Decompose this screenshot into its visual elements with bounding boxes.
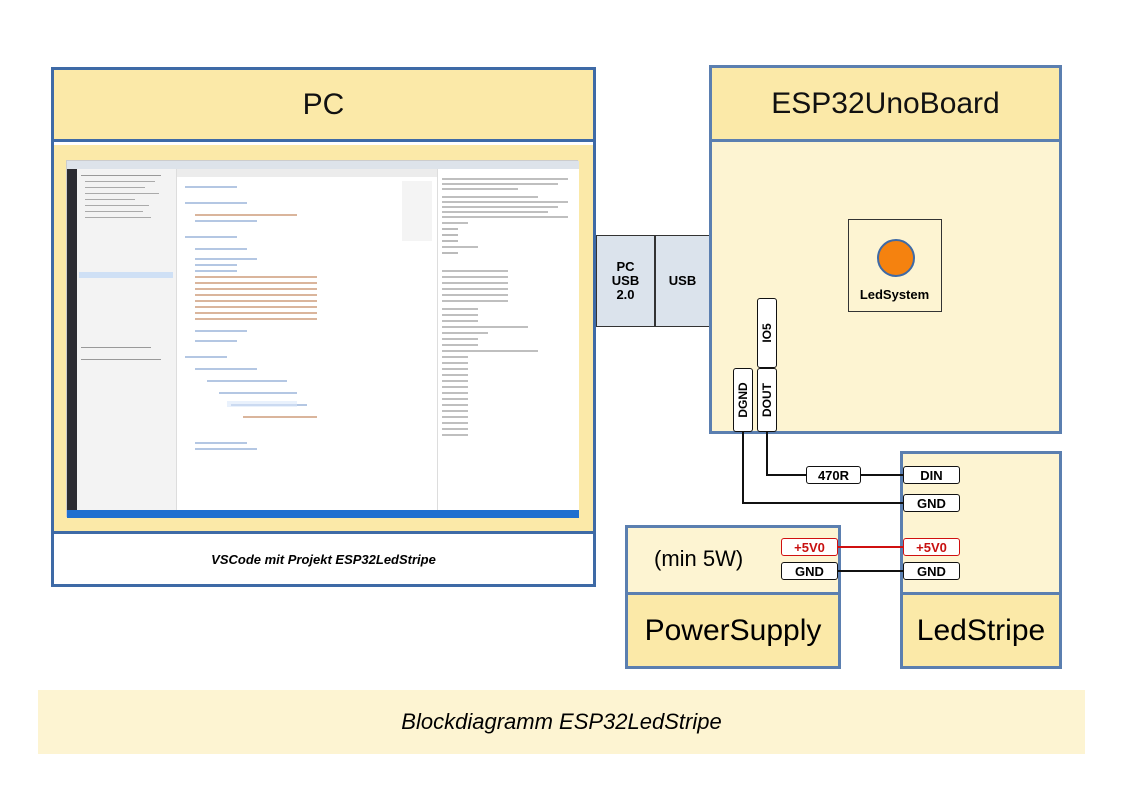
pc-block: PC xyxy=(51,67,596,587)
pin-dout: DOUT xyxy=(757,368,777,432)
power-gnd-label: GND xyxy=(781,562,838,580)
vscode-terminal xyxy=(437,169,579,510)
led-icon xyxy=(877,239,915,277)
vscode-editor xyxy=(177,169,437,510)
code-lines xyxy=(185,186,317,450)
pc-title: PC xyxy=(302,87,345,121)
powersupply-title: PowerSupply xyxy=(644,613,822,647)
wire-dout-resistor xyxy=(766,432,806,476)
pc-header: PC xyxy=(54,70,593,142)
pin-io5: IO5 xyxy=(757,298,777,368)
vscode-titlebar xyxy=(67,161,579,169)
ledstripe-5v-label: +5V0 xyxy=(903,538,960,556)
ledstripe-title: LedStripe xyxy=(916,613,1046,647)
resistor-470r: 470R xyxy=(806,466,861,484)
powersupply-header: PowerSupply xyxy=(628,592,838,666)
power-rating: (min 5W) xyxy=(654,546,744,571)
power-5v-label: +5V0 xyxy=(781,538,838,556)
pc-caption: VSCode mit Projekt ESP32LedStripe xyxy=(211,551,436,567)
board-usb-port: USB xyxy=(655,235,710,327)
footer-title: Blockdiagramm ESP32LedStripe xyxy=(401,709,722,734)
vscode-explorer xyxy=(77,169,177,510)
vscode-activitybar xyxy=(67,169,77,510)
vscode-statusbar xyxy=(67,510,579,518)
ledstripe-header: LedStripe xyxy=(903,592,1059,666)
ledstripe-gnd2-label: GND xyxy=(903,562,960,580)
ledstripe-block: LedStripe xyxy=(900,451,1062,669)
esp32-header: ESP32UnoBoard xyxy=(712,68,1059,142)
ledstripe-gnd1-label: GND xyxy=(903,494,960,512)
esp32-title: ESP32UnoBoard xyxy=(771,86,1000,120)
led-system-box: LedSystem xyxy=(848,219,942,312)
led-system-label: LedSystem xyxy=(859,287,930,302)
wire-dgnd-gnd xyxy=(742,432,903,504)
pin-dgnd: DGND xyxy=(733,368,753,432)
footer-banner: Blockdiagramm ESP32LedStripe xyxy=(38,690,1085,754)
pc-screen-frame xyxy=(54,145,593,531)
pc-usb-port: PC USB 2.0 xyxy=(596,235,655,327)
ledstripe-din-label: DIN xyxy=(903,466,960,484)
pc-caption-box: VSCode mit Projekt ESP32LedStripe xyxy=(54,531,593,584)
vscode-screenshot xyxy=(66,160,579,518)
